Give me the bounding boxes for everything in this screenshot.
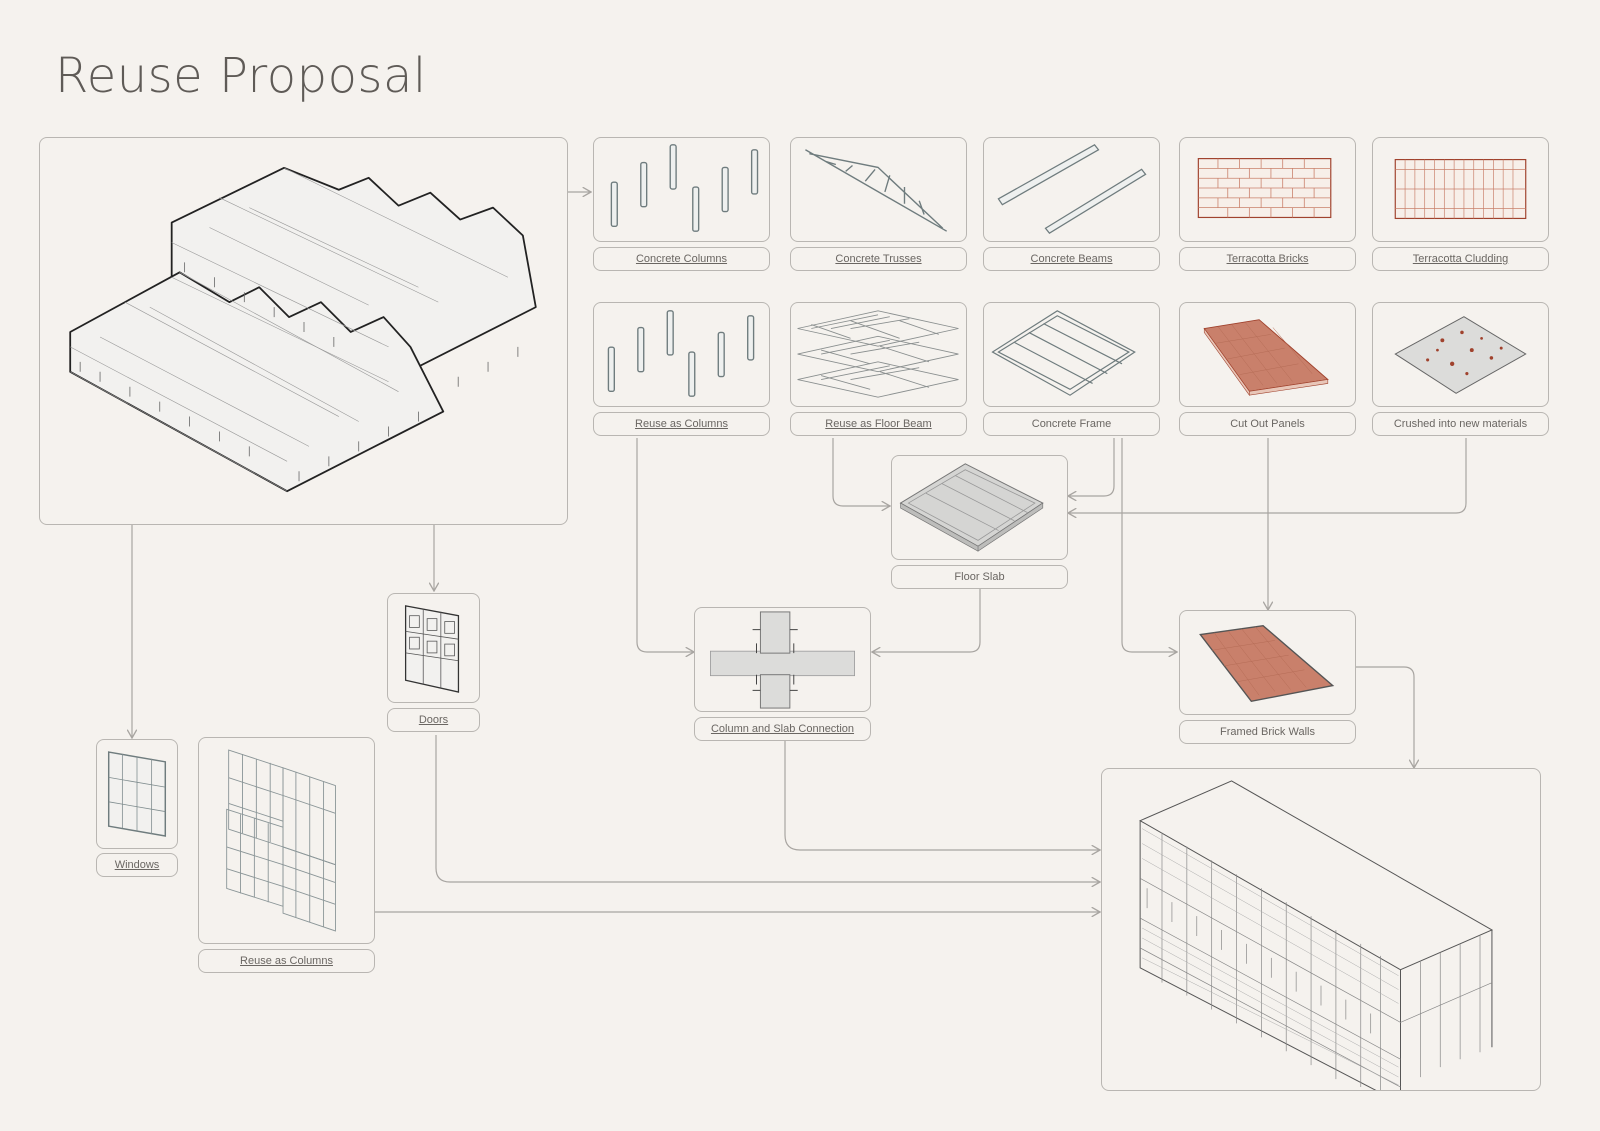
crushed-materials-panel — [1372, 302, 1549, 407]
concrete-frame-panel — [983, 302, 1160, 407]
reuse-as-floor-beam-panel — [790, 302, 967, 407]
page-title: Reuse Proposal — [55, 48, 427, 104]
column-slab-connection-icon — [710, 611, 855, 709]
facade-panels-icon — [226, 749, 336, 932]
new-building-panel — [1101, 768, 1541, 1091]
connector-columns-to-connection — [636, 438, 694, 652]
doors-label: Doors — [387, 708, 480, 732]
terracotta-cludding-panel — [1372, 137, 1549, 242]
concrete-trusses-panel — [790, 137, 967, 242]
framed-brick-walls-label: Framed Brick Walls — [1179, 720, 1356, 744]
reuse-as-columns-label: Reuse as Columns — [593, 412, 770, 436]
concrete-trusses-icon — [805, 149, 948, 232]
reuse-as-columns-panel — [593, 302, 770, 407]
terracotta-bricks-panel — [1179, 137, 1356, 242]
floor-slab-icon — [899, 463, 1044, 552]
column-slab-connection-panel — [694, 607, 871, 712]
concrete-frame-label: Concrete Frame — [983, 412, 1160, 436]
floor-beam-icon — [797, 310, 959, 398]
reuse-as-floor-beam-label: Reuse as Floor Beam — [790, 412, 967, 436]
new-building-drawing — [1139, 780, 1494, 1090]
windows-icon — [107, 751, 167, 837]
doors-panel — [387, 593, 480, 703]
cut-out-panels-icon — [1203, 319, 1329, 397]
concrete-columns-label: Concrete Columns — [593, 247, 770, 271]
windows-panel — [96, 739, 178, 849]
doors-icon — [404, 605, 460, 693]
reuse-as-columns-facade-panel — [198, 737, 375, 944]
connector-walls-to-result — [1356, 666, 1414, 768]
framed-brick-walls-panel — [1179, 610, 1356, 715]
concrete-frame-icon — [991, 310, 1136, 396]
crushed-materials-icon — [1394, 316, 1527, 394]
cut-out-panels-label: Cut Out Panels — [1179, 412, 1356, 436]
concrete-trusses-label: Concrete Trusses — [790, 247, 967, 271]
reuse-columns-icon — [607, 310, 755, 397]
framed-brick-walls-icon — [1199, 624, 1335, 703]
cut-out-panels-panel — [1179, 302, 1356, 407]
existing-building-drawing — [69, 166, 537, 493]
reuse-as-columns-facade-label: Reuse as Columns — [198, 949, 375, 973]
floor-slab-panel — [891, 455, 1068, 560]
terracotta-cludding-icon — [1394, 158, 1527, 220]
concrete-columns-icon — [610, 144, 759, 232]
concrete-columns-panel — [593, 137, 770, 242]
connector-frame-to-framed-walls — [1121, 438, 1177, 652]
terracotta-bricks-label: Terracotta Bricks — [1179, 247, 1356, 271]
connector-frame-to-slab — [1068, 438, 1115, 496]
connector-slab-to-connection — [872, 589, 981, 652]
windows-label: Windows — [96, 853, 178, 877]
floor-slab-label: Floor Slab — [891, 565, 1068, 589]
connector-doors-to-result — [435, 735, 1100, 882]
concrete-beams-icon — [997, 144, 1147, 234]
existing-building-panel — [39, 137, 568, 525]
connector-floorbeam-to-slab — [832, 438, 890, 506]
concrete-beams-label: Concrete Beams — [983, 247, 1160, 271]
connector-crushed-to-slab — [1068, 438, 1467, 513]
terracotta-cludding-label: Terracotta Cludding — [1372, 247, 1549, 271]
column-slab-connection-label: Column and Slab Connection — [694, 717, 871, 741]
crushed-materials-label: Crushed into new materials — [1372, 412, 1549, 436]
terracotta-bricks-icon — [1197, 158, 1332, 219]
connector-connection-to-result — [784, 740, 1100, 850]
concrete-beams-panel — [983, 137, 1160, 242]
